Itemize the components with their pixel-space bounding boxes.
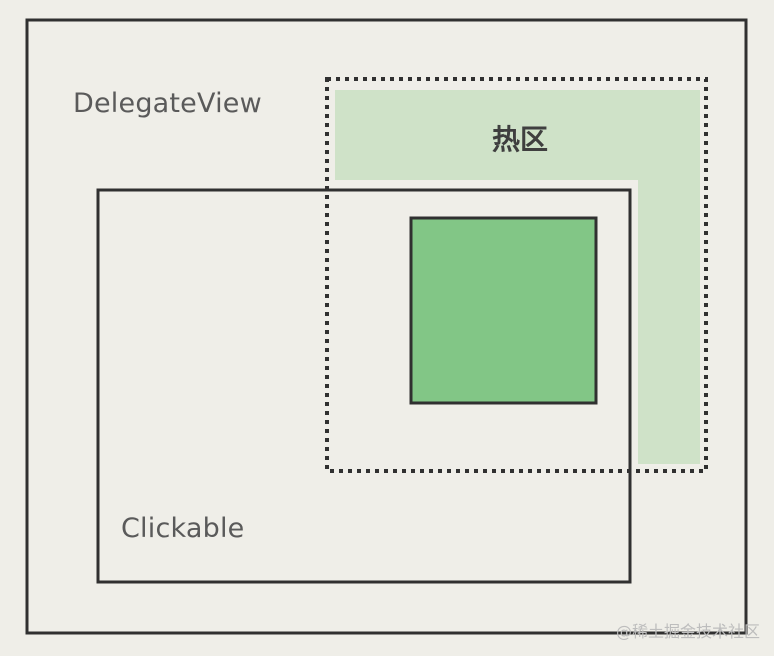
hot-zone-label: 热区 — [492, 123, 549, 156]
hot-zone-dotted-boundary — [325, 77, 708, 473]
delegate-view-box — [25, 18, 748, 635]
clickable-label: Clickable — [121, 513, 245, 544]
delegate-view-label: DelegateView — [73, 88, 262, 119]
target-view-box — [409, 216, 598, 405]
hot-zone-right-band — [638, 180, 700, 464]
hot-zone-top-band — [335, 90, 700, 180]
watermark-text: @稀土掘金技术社区 — [615, 622, 760, 641]
clickable-box — [96, 188, 632, 584]
